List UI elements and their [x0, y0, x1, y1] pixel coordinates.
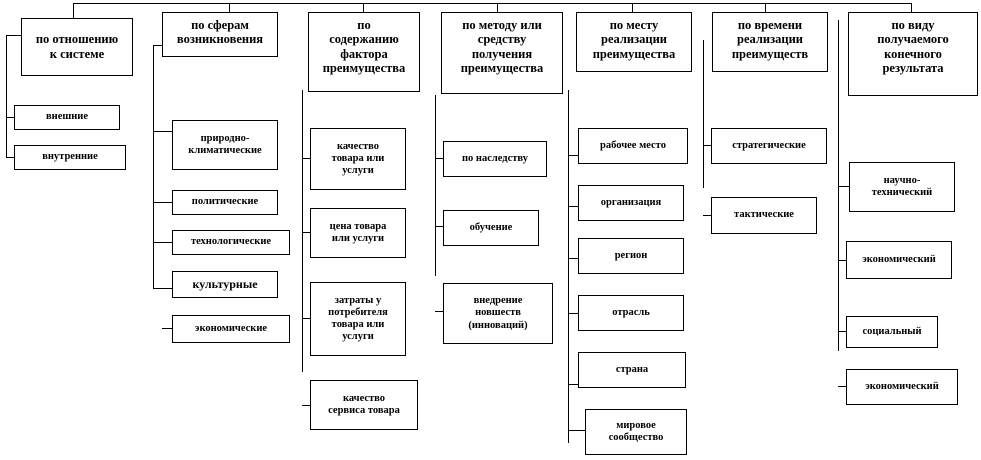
item-political: политические: [172, 190, 278, 215]
item-economic-sphere: экономические: [172, 315, 290, 343]
category-label: по методу или средству получения преимущ…: [460, 18, 544, 76]
item-innovation: внедрение новшеств (инноваций): [443, 283, 553, 344]
item-inheritance: по наследству: [443, 141, 547, 177]
item-country: страна: [578, 352, 686, 388]
item-cultural: культурные: [172, 271, 278, 298]
item-scientific-technical: научно- технический: [849, 162, 955, 212]
item-natural-climatic: природно- климатические: [172, 120, 278, 170]
item-world-community: мировое сообщество: [585, 409, 687, 455]
item-product-quality: качество товара или услуги: [310, 128, 406, 190]
item-workplace: рабочее место: [578, 128, 688, 164]
item-organization: организация: [578, 185, 684, 221]
item-tactical: тактические: [711, 197, 817, 234]
item-economic-result-2: экономический: [846, 369, 958, 405]
category-method-of-obtaining: по методу или средству получения преимущ…: [441, 12, 563, 94]
category-advantage-factor-content: по содержанию фактора преимущества: [308, 12, 420, 92]
item-technological: технологические: [172, 230, 290, 255]
item-product-price: цена товара или услуги: [310, 208, 406, 258]
category-label: по месту реализации преимущества: [592, 18, 676, 61]
item-external: внешние: [14, 105, 120, 130]
category-final-result-type: по виду получаемого конечного результата: [848, 12, 978, 96]
item-social: социальный: [846, 316, 938, 348]
item-region: регион: [578, 238, 684, 274]
category-label: по времени реализации преимуществ: [731, 18, 809, 61]
item-consumer-costs: затраты у потребителя товара или услуги: [310, 282, 406, 356]
item-service-quality: качество сервиса товара: [310, 380, 418, 430]
category-label: по виду получаемого конечного результата: [877, 18, 949, 76]
item-economic-result: экономический: [846, 241, 952, 279]
category-relation-to-system: по отношению к системе: [21, 18, 133, 76]
category-time-of-realization: по времени реализации преимуществ: [712, 12, 828, 72]
item-training: обучение: [443, 210, 539, 246]
item-internal: внутренние: [14, 145, 126, 170]
item-industry: отрасль: [578, 295, 684, 331]
category-label: по сферам возникновения: [176, 18, 264, 47]
category-label: по содержанию фактора преимущества: [322, 18, 406, 76]
category-label: по отношению к системе: [35, 32, 119, 61]
category-place-of-realization: по месту реализации преимущества: [576, 12, 692, 72]
category-spheres-of-origin: по сферам возникновения: [162, 12, 278, 57]
item-strategic: стратегические: [711, 128, 827, 164]
